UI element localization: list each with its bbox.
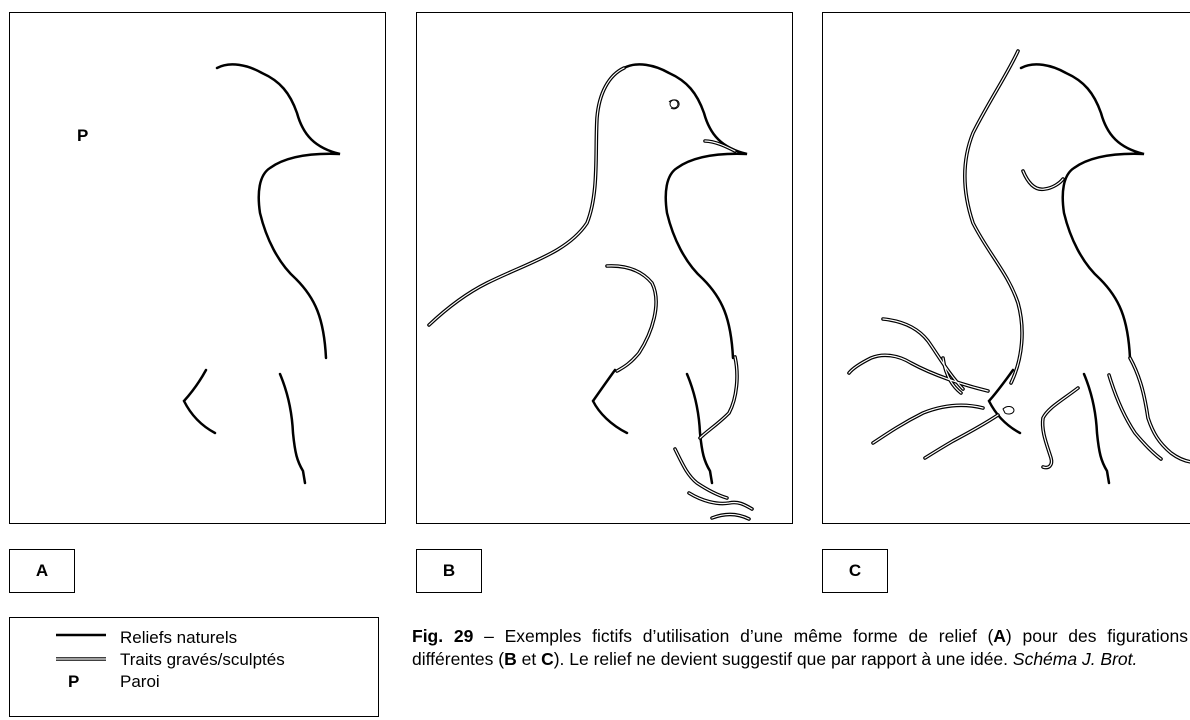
credit: Schéma J. Brot. bbox=[1013, 649, 1138, 669]
relief-leg bbox=[1084, 374, 1109, 483]
legend-label-wall: Paroi bbox=[120, 672, 160, 692]
figure-number: Fig. 29 bbox=[412, 626, 473, 646]
panel-label-a: A bbox=[9, 549, 75, 593]
panel-a-drawing bbox=[10, 13, 387, 525]
panel-label-b: B bbox=[416, 549, 482, 593]
panel-b bbox=[416, 12, 793, 524]
double-line-symbol bbox=[56, 648, 106, 670]
relief-left-foot bbox=[593, 370, 627, 433]
panel-a: P bbox=[9, 12, 386, 524]
legend-row-wall: P Paroi bbox=[10, 670, 378, 692]
relief-head bbox=[217, 64, 340, 358]
relief-head bbox=[624, 64, 747, 358]
relief-muzzle bbox=[989, 370, 1020, 433]
figure-caption: Fig. 29 – Exemples fictifs d’utilisation… bbox=[412, 625, 1188, 671]
panel-c-drawing bbox=[823, 13, 1190, 525]
relief-right-leg bbox=[280, 374, 305, 483]
legend-row-engraved: Traits gravés/sculptés bbox=[10, 648, 378, 670]
panel-label-c: C bbox=[822, 549, 888, 593]
solid-line-symbol bbox=[56, 626, 106, 648]
eye-engraving bbox=[669, 100, 679, 109]
panel-c bbox=[822, 12, 1190, 524]
legend: Reliefs naturels Traits gravés/sculptés … bbox=[9, 617, 379, 717]
eye-engraving bbox=[1003, 406, 1014, 414]
wall-symbol: P bbox=[68, 672, 79, 692]
panel-b-drawing bbox=[417, 13, 794, 525]
relief-left-foot bbox=[184, 370, 215, 433]
relief-right-leg bbox=[687, 374, 712, 483]
relief-head bbox=[1021, 64, 1144, 358]
legend-label-natural-relief: Reliefs naturels bbox=[120, 628, 237, 648]
legend-row-natural-relief: Reliefs naturels bbox=[10, 626, 378, 648]
legend-label-engraved: Traits gravés/sculptés bbox=[120, 650, 285, 670]
